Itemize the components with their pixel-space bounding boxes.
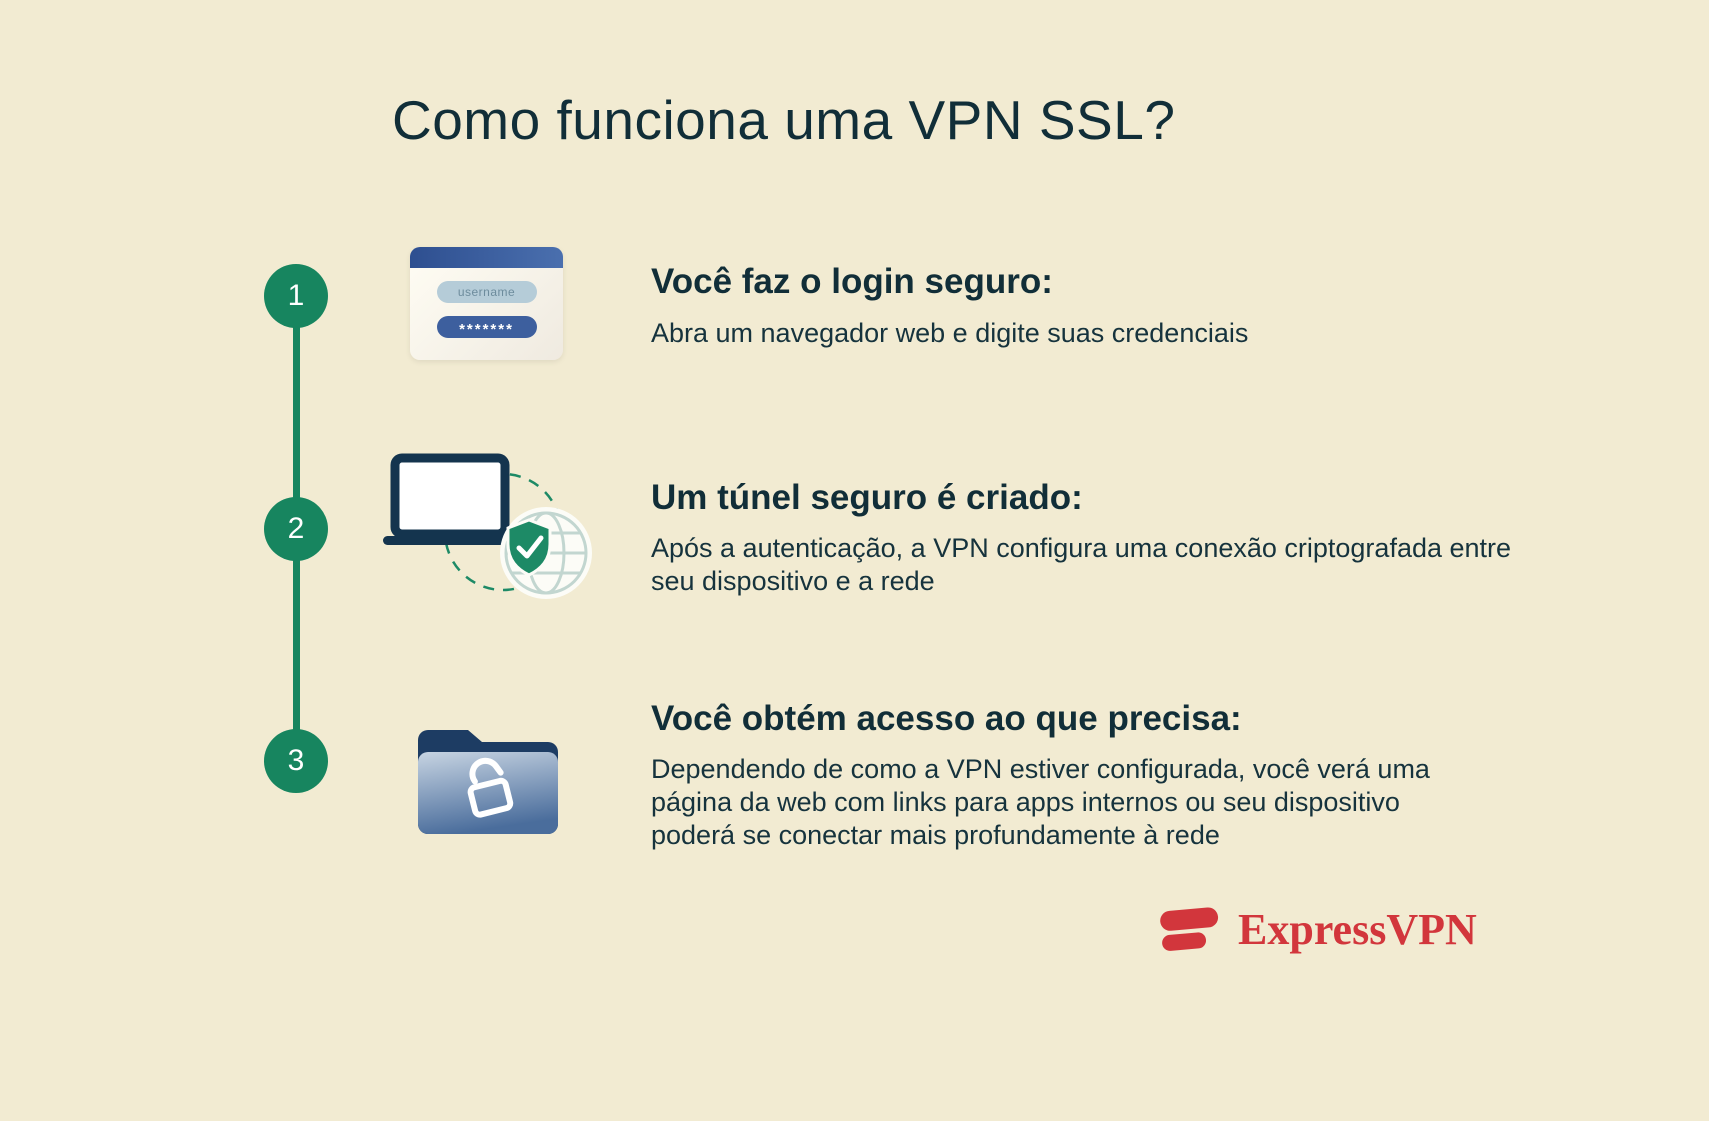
step-number-badge-3: 3 (264, 729, 328, 793)
step-heading-3: Você obtém acesso ao que precisa: (651, 699, 1242, 738)
step-number-label: 2 (287, 512, 305, 545)
window-titlebar (410, 247, 563, 268)
expressvpn-logo: ExpressVPN (1160, 903, 1477, 955)
laptop-shield-icon (383, 450, 603, 613)
step-number-badge-2: 2 (264, 497, 328, 561)
step-number-label: 1 (287, 279, 305, 312)
password-mask: ******* (459, 320, 514, 338)
expressvpn-wordmark: ExpressVPN (1238, 904, 1477, 954)
username-placeholder: username (457, 285, 516, 299)
step-number-label: 3 (287, 744, 305, 777)
laptop-shield-svg (383, 453, 592, 599)
expressvpn-logo-icon (1160, 907, 1219, 951)
login-form-icon: username ******* (410, 247, 563, 360)
password-field: ******* (436, 316, 537, 338)
folder-unlock-svg (418, 730, 558, 834)
step-body-1: Abra um navegador web e digite suas cred… (651, 318, 1249, 348)
laptop-icon (383, 453, 515, 545)
step-number-badge-1: 1 (264, 264, 328, 328)
page-title: Como funciona uma VPN SSL? (392, 89, 1176, 151)
step-heading-1: Você faz o login seguro: (651, 262, 1053, 301)
step-body-2: Após a autenticação, a VPN configura uma… (651, 533, 1512, 596)
step-heading-2: Um túnel seguro é criado: (651, 478, 1083, 517)
shield-check-icon (506, 518, 552, 577)
step-body-3: Dependendo de como a VPN estiver configu… (651, 754, 1430, 850)
folder-unlock-icon (418, 722, 558, 841)
open-padlock-icon (467, 757, 514, 818)
username-field: username (436, 281, 537, 303)
